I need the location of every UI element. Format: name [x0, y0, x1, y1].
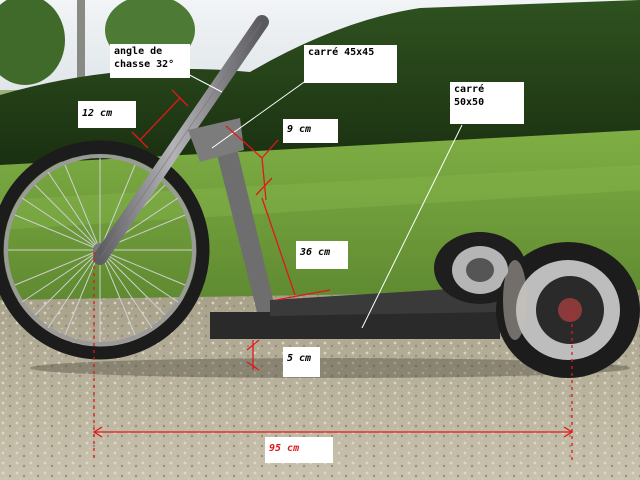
dim-95-text: 95 cm: [269, 443, 300, 454]
dim-9-text: 9 cm: [287, 124, 312, 135]
dim-12-label: 12 cm: [78, 101, 136, 128]
angle-label-line1: angle de: [114, 46, 163, 57]
square-50-line1: carré: [454, 84, 485, 95]
dim-5-text: 5 cm: [287, 353, 312, 364]
dim-5-label: 5 cm: [283, 347, 320, 377]
square-45-text: carré 45x45: [308, 47, 375, 58]
dim-9-label: 9 cm: [283, 119, 338, 143]
tree: [0, 0, 65, 85]
angle-label-line2: chasse 32°: [114, 59, 175, 70]
square-45-label: carré 45x45: [304, 45, 397, 83]
dim-36-text: 36 cm: [300, 247, 331, 258]
pole: [77, 0, 85, 78]
dim-95-label: 95 cm: [265, 437, 333, 463]
frame-beam: [210, 312, 500, 339]
square-50-label: carré 50x50: [450, 82, 524, 124]
rear-wheel-front: [496, 242, 640, 378]
dimension-lines: [92, 89, 574, 460]
dim-36-label: 36 cm: [296, 241, 348, 269]
square-50-line2: 50x50: [454, 97, 485, 108]
frame-down-tube: [212, 128, 276, 316]
angle-label: angle de chasse 32°: [110, 44, 190, 78]
dim-12-text: 12 cm: [82, 108, 113, 119]
